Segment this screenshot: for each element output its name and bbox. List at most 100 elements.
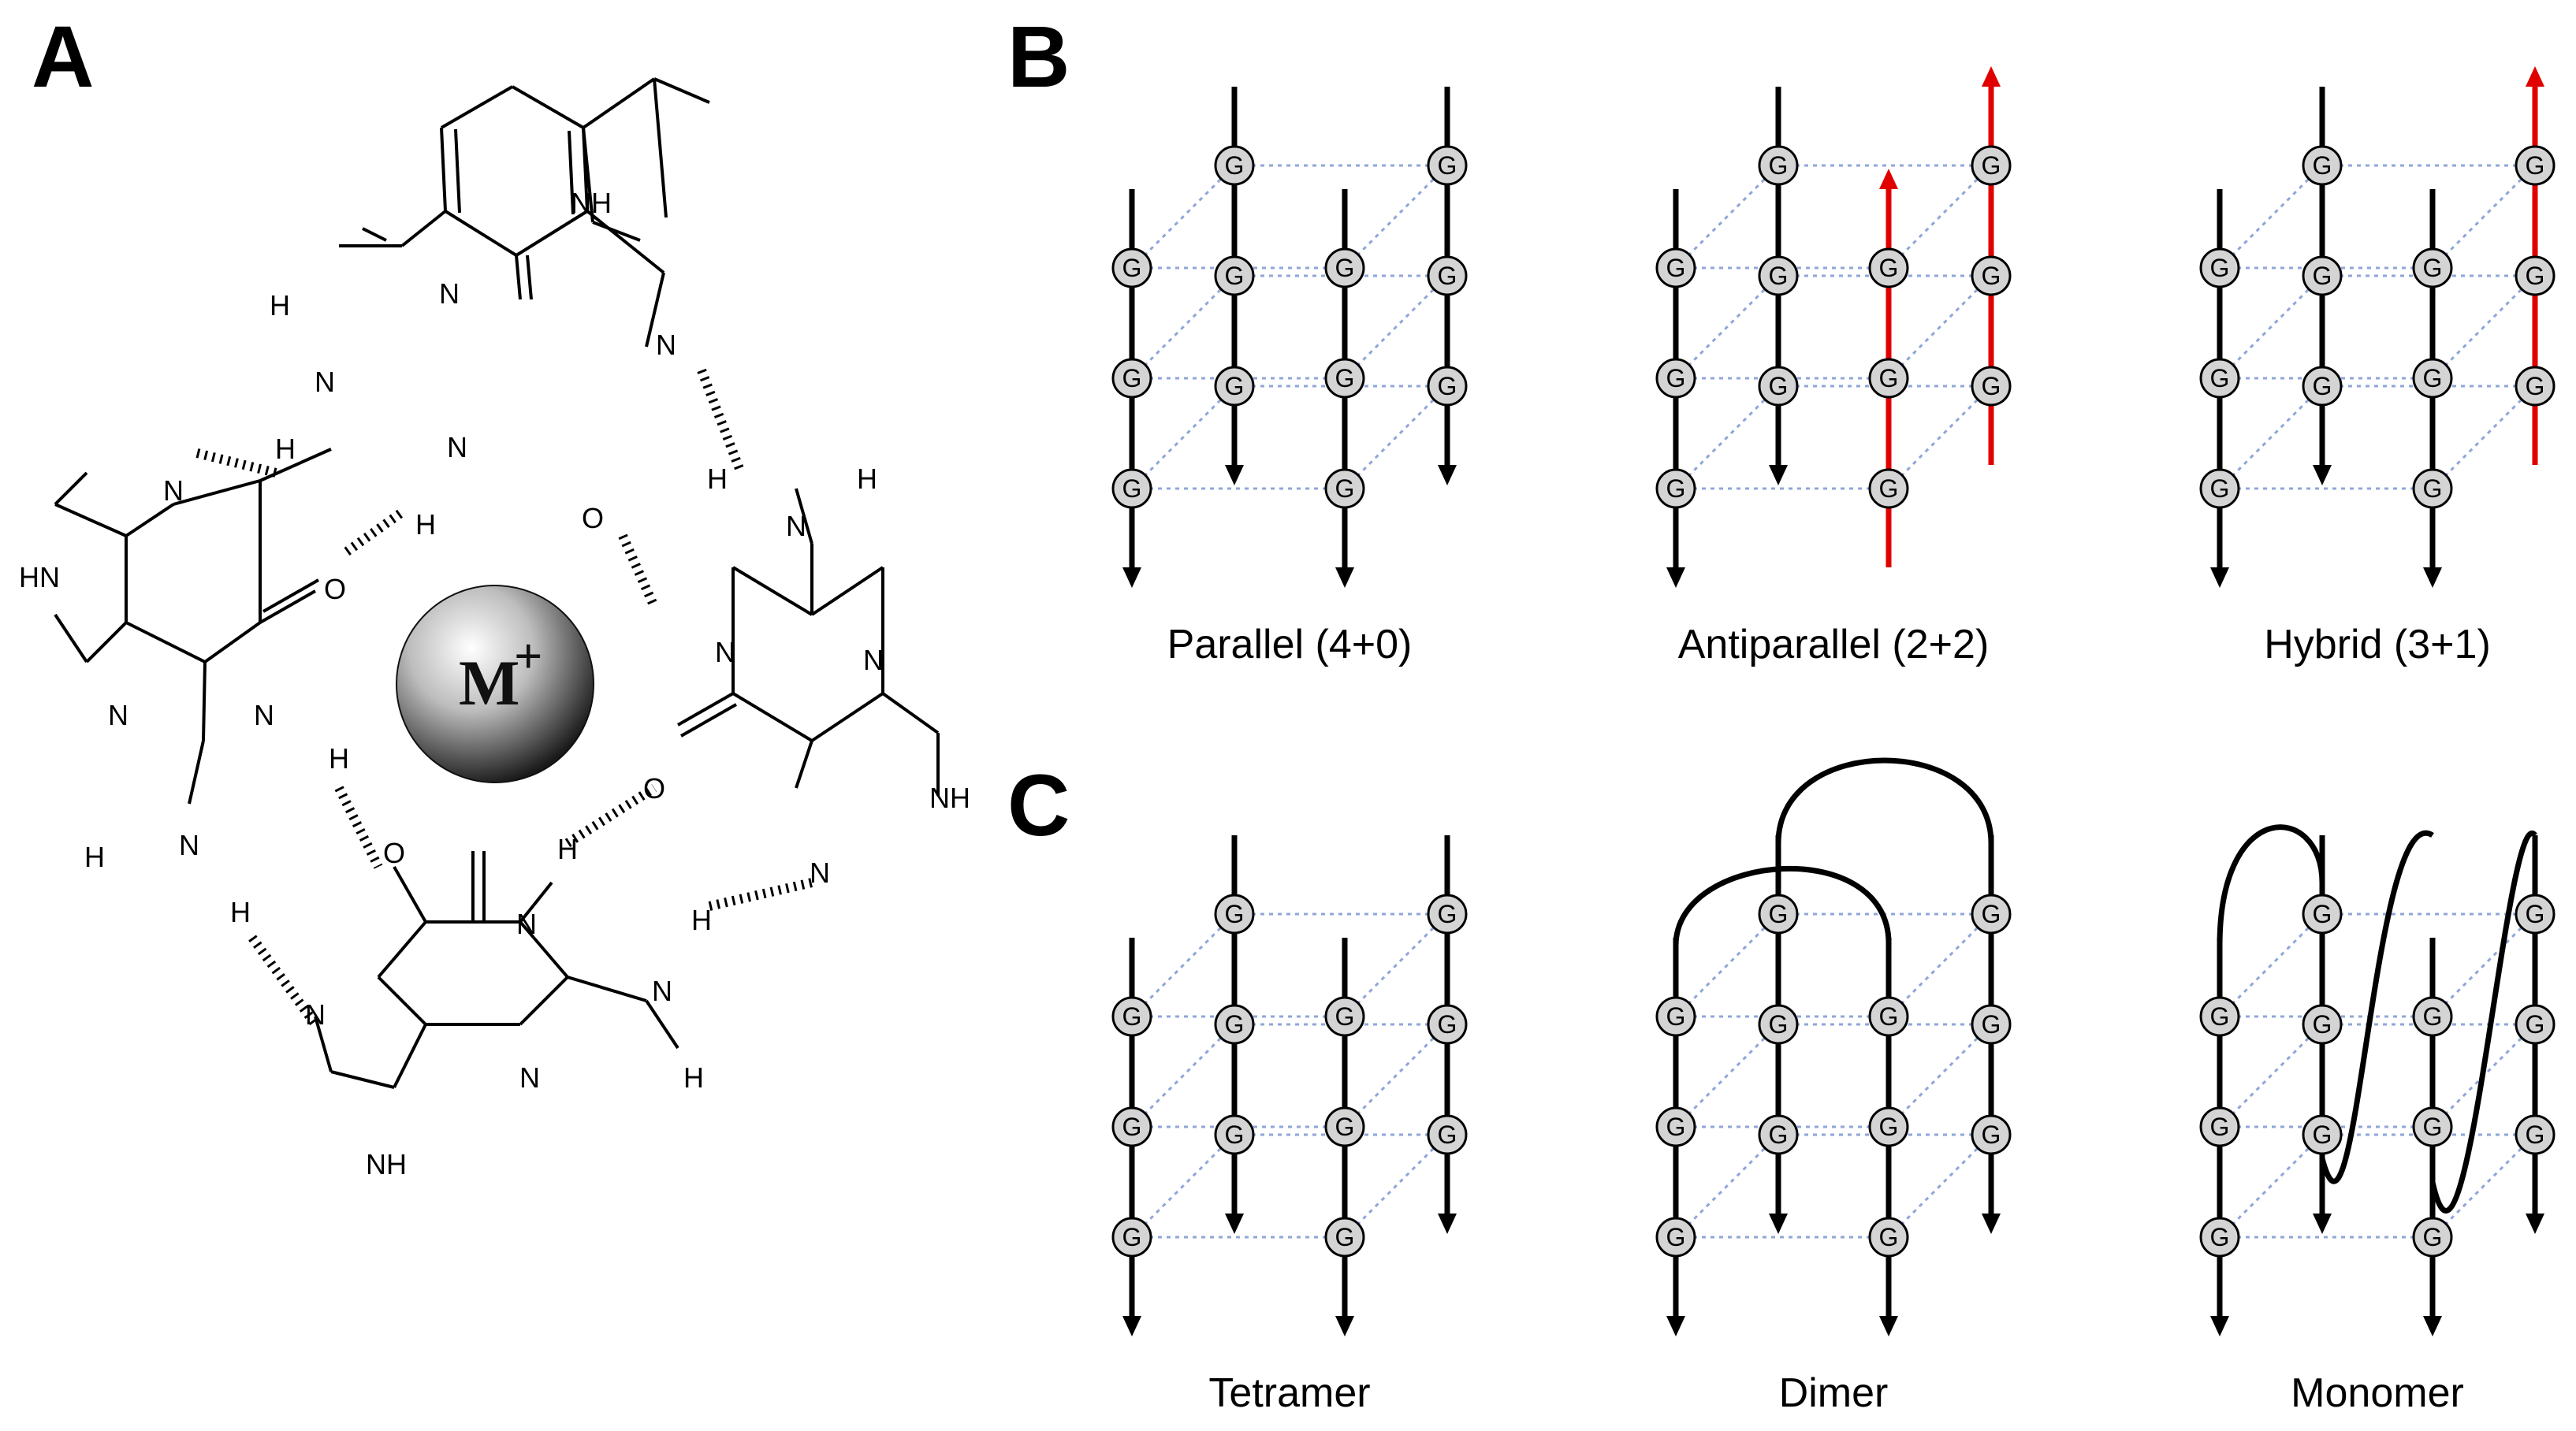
guanine-base <box>2302 1004 2343 1045</box>
strand-arrowhead <box>1769 465 1788 485</box>
bond <box>519 920 569 979</box>
guanine-label: G <box>1335 1223 1355 1251</box>
guanine-label: G <box>1122 1002 1142 1031</box>
guanine-base <box>1427 1004 1468 1045</box>
guanine-label: G <box>1438 1010 1457 1039</box>
atom-n: N <box>519 1061 540 1094</box>
guanine-base <box>2302 255 2343 296</box>
guanine-base <box>1758 894 1799 935</box>
bond <box>440 85 514 129</box>
guanine-base <box>2199 1217 2240 1258</box>
hydrogen-bond <box>344 508 405 556</box>
guanine-label: G <box>2526 900 2545 928</box>
atom-n: N <box>810 857 830 889</box>
tetrad-link <box>2218 912 2324 1018</box>
guanine-base <box>2199 247 2240 288</box>
tetrad-link <box>1887 274 1993 380</box>
guanine-label: G <box>1666 474 1686 503</box>
guanine-label: G <box>1982 262 2001 290</box>
guanine-base <box>1758 366 1799 407</box>
atom-hn: HN <box>19 561 60 593</box>
guanine-base <box>2515 145 2556 186</box>
tetrad-link <box>1343 912 1449 1018</box>
bond <box>881 692 940 734</box>
metal-ion-charge: + <box>514 628 542 684</box>
bond <box>125 503 175 537</box>
atom-n: N <box>863 644 884 676</box>
atom-h: H <box>230 896 251 928</box>
strand-arrowhead <box>1879 1316 1898 1336</box>
caption-dimer: Dimer <box>1779 1370 1889 1416</box>
guanine-label: G <box>1438 262 1457 290</box>
guanine-base <box>2412 358 2453 399</box>
strand-arrowhead <box>2423 567 2442 588</box>
tetrad-link <box>1130 274 1236 380</box>
atom-n: N <box>254 699 274 731</box>
atom-nh: NH <box>571 187 612 219</box>
bond <box>393 1024 427 1088</box>
guanine-base <box>2515 1114 2556 1155</box>
guanine-base <box>2515 366 2556 407</box>
bond <box>592 221 641 242</box>
panel-label-c: C <box>1007 757 1070 854</box>
guanine-base <box>1655 1217 1696 1258</box>
bond <box>519 881 553 924</box>
bond <box>444 210 518 257</box>
bond <box>653 78 668 218</box>
hydrogen-bond <box>618 533 659 609</box>
guanine-base <box>1324 1217 1365 1258</box>
guanine-base <box>1868 1106 1909 1147</box>
guanine-base <box>2199 468 2240 509</box>
guanine-base <box>2302 145 2343 186</box>
bond <box>203 621 262 663</box>
guanine-label: G <box>2210 1002 2230 1031</box>
strand-arrowhead <box>1335 1316 1354 1336</box>
panel-label-b: B <box>1007 9 1070 106</box>
tetrad-link <box>2218 385 2324 490</box>
strand-arrowhead <box>1666 1316 1685 1336</box>
tetrad-link <box>1130 1023 1236 1128</box>
guanine-base <box>1214 255 1255 296</box>
atom-o: O <box>383 837 405 869</box>
guanine-base <box>1971 255 2012 296</box>
tetrad-link <box>1674 1023 1780 1128</box>
atom-h: H <box>857 463 877 495</box>
dimer-loop <box>1775 757 1994 844</box>
guanine-label: G <box>2423 254 2443 282</box>
guanine-base <box>1427 894 1468 935</box>
atom-n: N <box>516 908 537 940</box>
bond <box>645 272 665 348</box>
guanine-label: G <box>2210 254 2230 282</box>
guanine-base <box>1111 1217 1152 1258</box>
guanine-base <box>1427 255 1468 296</box>
guanine-label: G <box>2423 1223 2443 1251</box>
guanine-base <box>1324 996 1365 1037</box>
strand-arrowhead <box>2526 66 2544 87</box>
tetrad-link <box>1887 1023 1993 1128</box>
tetrad-link <box>2431 1133 2537 1239</box>
guanine-base <box>1758 145 1799 186</box>
metal-ion-symbol: M <box>459 647 519 719</box>
guanine-base <box>2199 1106 2240 1147</box>
guanine-label: G <box>1225 1010 1245 1039</box>
atom-nh: NH <box>929 782 970 814</box>
hydrogen-bond <box>195 448 277 478</box>
guanine-label: G <box>1769 372 1789 400</box>
guanine-label: G <box>2526 1121 2545 1149</box>
atom-n: N <box>652 975 672 1007</box>
guanine-label: G <box>1666 364 1686 392</box>
tetrad-link <box>1674 164 1780 269</box>
tetrad-link <box>1674 274 1780 380</box>
bond <box>795 740 813 789</box>
guanine-label: G <box>1769 262 1789 290</box>
metal-ion-sphere <box>396 585 594 783</box>
guanine-base <box>1971 1114 2012 1155</box>
guanine-label: G <box>1666 254 1686 282</box>
guanine-base <box>1427 366 1468 407</box>
